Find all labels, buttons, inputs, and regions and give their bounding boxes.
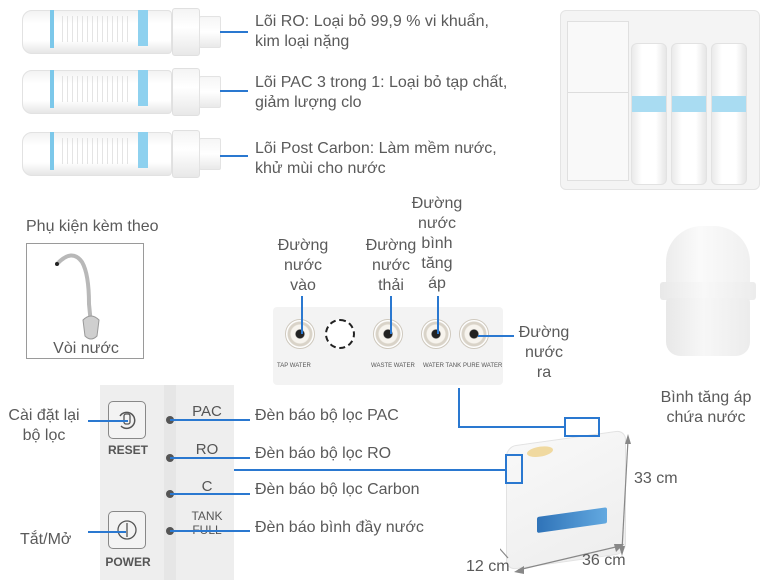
ports-highlight-box [564, 417, 600, 437]
callout-line [458, 426, 564, 428]
waste-line1: Đường [365, 237, 417, 254]
waste-callout: Đường nước thải [356, 236, 426, 296]
pac-filter-line1: Lõi PAC 3 trong 1: Loại bỏ tạp chất, [255, 74, 508, 91]
callout-line [170, 419, 250, 421]
outlet-line2: nước [524, 344, 564, 361]
waste-line3: thải [378, 277, 404, 294]
reset-callout: Cài đặt lại bộ lọc [0, 406, 88, 446]
tank-line5: áp [428, 275, 446, 292]
reset-callout-line1: Cài đặt lại [8, 407, 80, 424]
connector-panel: TAP WATER WASTE WATER WATER TANK PURE WA… [273, 307, 503, 385]
callout-line [478, 335, 514, 337]
outlet-line1: Đường [518, 324, 570, 341]
callout-line [301, 296, 303, 334]
callout-line [220, 90, 248, 92]
tank-line4: tăng [421, 255, 453, 272]
callout-line [88, 420, 128, 422]
callout-line [220, 155, 248, 157]
tank-caption-line1: Bình tăng áp [660, 389, 752, 406]
outlet-callout: Đường nước ra [512, 323, 576, 383]
ro-led-label: RO [195, 441, 219, 458]
pure-water-label: PURE WATER [463, 363, 503, 369]
tap-water-label: TAP WATER [277, 363, 311, 369]
ro-filter-description: Lõi RO: Loại bỏ 99,9 % vi khuẩn, kim loạ… [255, 12, 489, 52]
tank-line1: Đường [411, 195, 463, 212]
ro-filter-line1: Lõi RO: Loại bỏ 99,9 % vi khuẩn, [255, 13, 489, 30]
power-callout: Tắt/Mở [20, 531, 72, 548]
accessory-title: Phụ kiện kèm theo [26, 218, 159, 235]
reset-callout-line2: bộ lọc [22, 427, 66, 444]
water-tank-label: WATER TANK [423, 363, 462, 369]
water-tank-port [421, 319, 451, 349]
height-dimension: 33 cm [634, 470, 678, 487]
power-icon [117, 520, 137, 540]
pac-filter-line2: giảm lượng clo [255, 94, 362, 111]
blank-port [325, 319, 355, 349]
carbon-indicator-label: Đèn báo bộ lọc Carbon [255, 481, 420, 498]
inlet-line3: vào [290, 277, 316, 294]
inlet-line2: nước [283, 257, 323, 274]
post-carbon-filter-description: Lõi Post Carbon: Làm mềm nước, khử mùi c… [255, 139, 497, 179]
depth-dimension: 12 cm [466, 558, 510, 575]
callout-line [234, 469, 510, 471]
callout-line [437, 296, 439, 334]
callout-line [170, 530, 250, 532]
pac-filter-description: Lõi PAC 3 trong 1: Loại bỏ tạp chất, giả… [255, 73, 507, 113]
open-housing-image [560, 10, 760, 190]
inlet-line1: Đường [277, 237, 329, 254]
callout-line [170, 493, 250, 495]
tank-full-indicator-label: Đèn báo bình đầy nước [255, 519, 424, 536]
pac-cartridge-image [22, 68, 222, 116]
ro-cartridge-image [22, 8, 222, 56]
ro-filter-line2: kim loại nặng [255, 33, 350, 50]
callout-line [220, 31, 248, 33]
pure-water-port [459, 319, 489, 349]
width-dimension: 36 cm [582, 552, 626, 569]
waste-water-port [373, 319, 403, 349]
dimension-arrows [500, 434, 631, 574]
inlet-callout: Đường nước vào [268, 236, 338, 296]
faucet-icon [55, 253, 100, 340]
reset-label: RESET [107, 443, 148, 457]
tank-line3: bình [421, 235, 453, 252]
power-label: POWER [105, 555, 151, 569]
control-highlight-box [505, 454, 523, 484]
waste-water-label: WASTE WATER [371, 363, 415, 369]
post-carbon-filter-line2: khử mùi cho nước [255, 160, 386, 177]
callout-line [88, 531, 126, 533]
waste-line2: nước [371, 257, 411, 274]
control-panel: RESET POWER PAC RO C TANK FULL [100, 385, 234, 580]
tank-caption: Bình tăng áp chứa nước [636, 388, 776, 428]
tank-label: TANK [191, 509, 223, 523]
power-button[interactable] [108, 511, 146, 549]
outlet-line3: ra [536, 364, 552, 381]
callout-line [390, 296, 392, 334]
faucet-label: Vòi nước [53, 340, 119, 357]
tap-water-port [285, 319, 315, 349]
pressure-tank-image [656, 226, 760, 360]
tank-caption-line2: chứa nước [666, 409, 746, 426]
carbon-led-label: C [201, 478, 213, 495]
tank-line-callout: Đường nước bình tăng áp [407, 194, 467, 294]
callout-line [170, 457, 250, 459]
tank-line2: nước [417, 215, 457, 232]
faucet-box: Vòi nước [26, 243, 144, 359]
pac-led-label: PAC [192, 403, 222, 420]
post-carbon-filter-line1: Lõi Post Carbon: Làm mềm nước, [255, 140, 497, 157]
pac-indicator-label: Đèn báo bộ lọc PAC [255, 407, 399, 424]
ro-indicator-label: Đèn báo bộ lọc RO [255, 445, 392, 462]
tank-full-led-label: TANK FULL [182, 509, 232, 537]
reset-icon [119, 411, 136, 430]
callout-line [458, 388, 460, 426]
post-carbon-cartridge-image [22, 130, 222, 178]
